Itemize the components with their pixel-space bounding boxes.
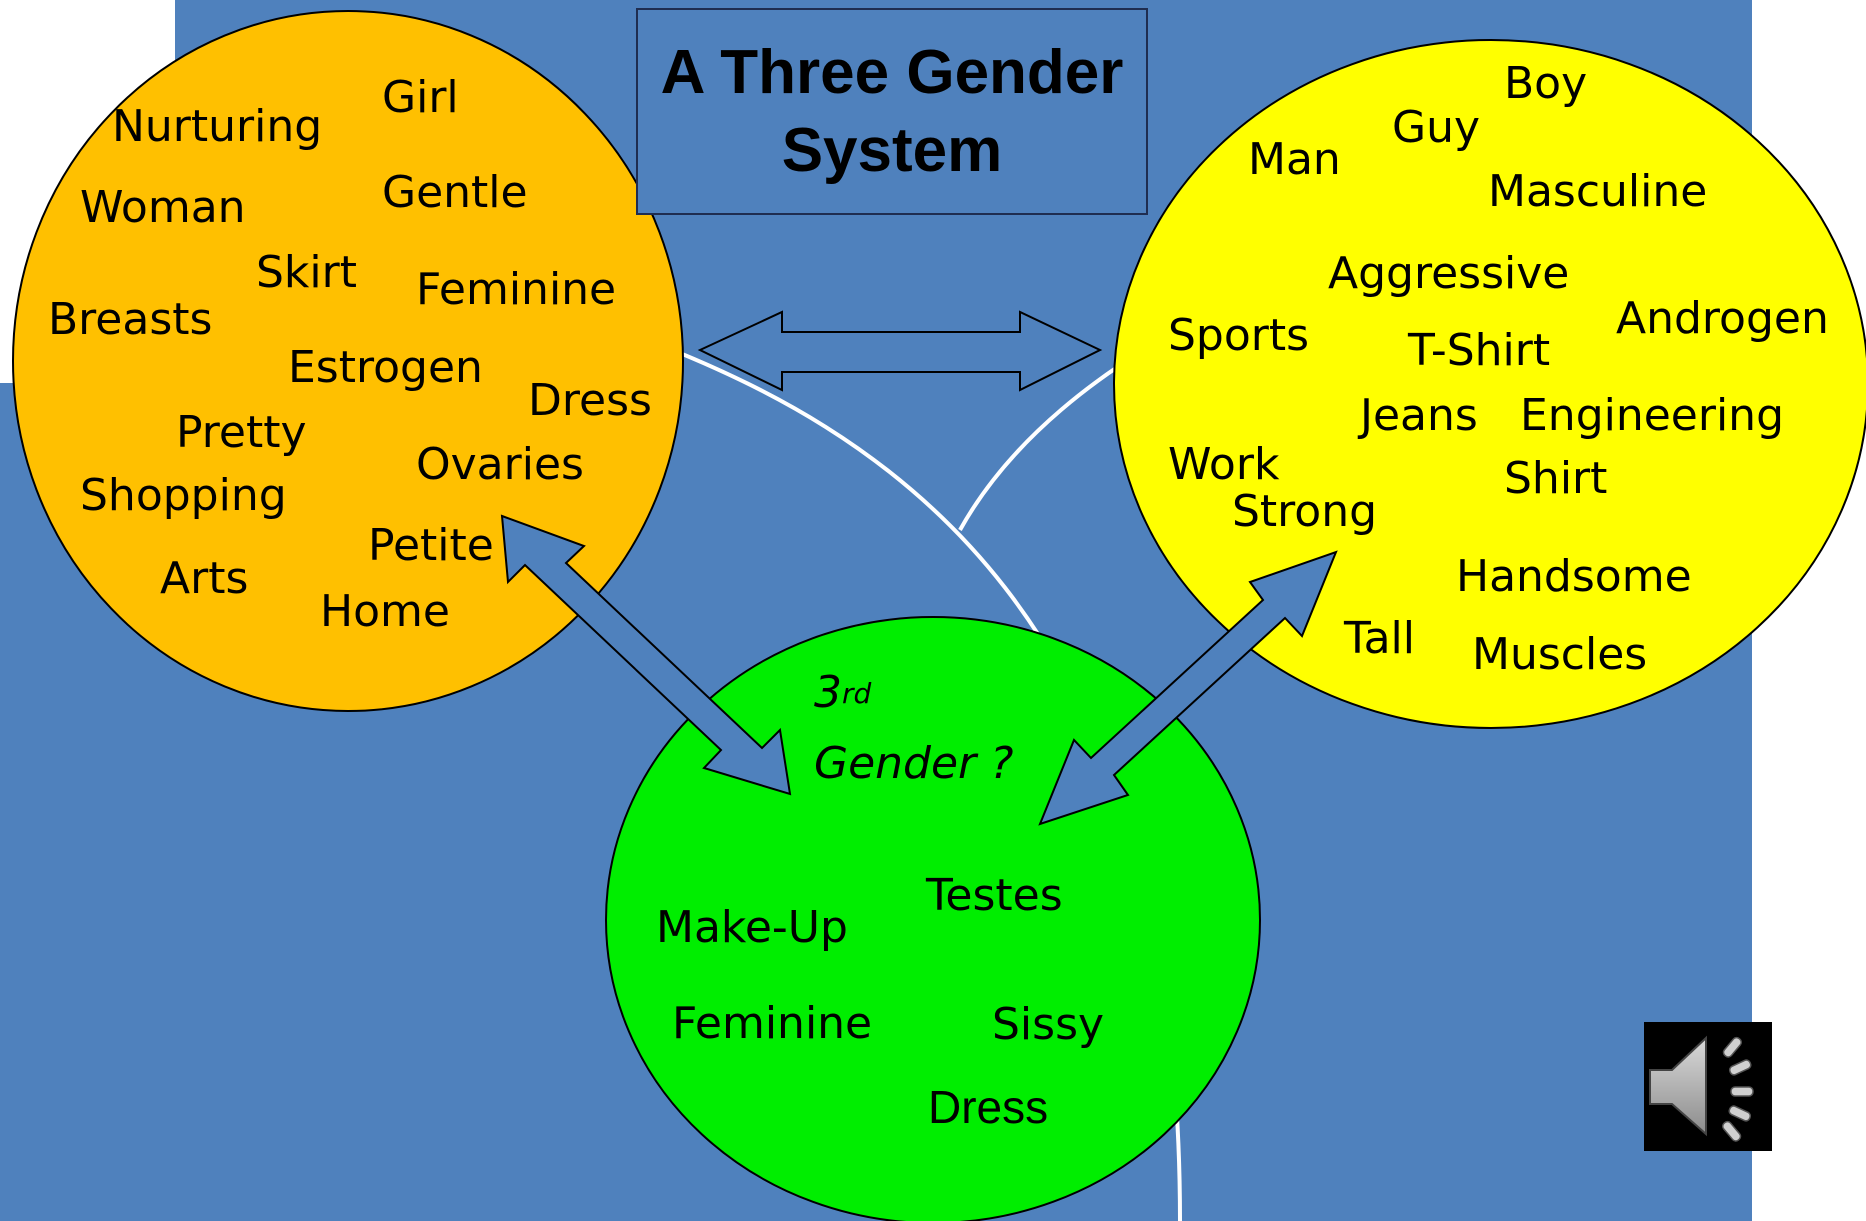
- double-arrow-female-male: [697, 310, 1103, 392]
- word-jeans: Jeans: [1360, 390, 1478, 441]
- third-gender-label: 3rd Gender ?: [814, 660, 1013, 797]
- word-handsome: Handsome: [1456, 551, 1692, 602]
- word-skirt: Skirt: [256, 247, 357, 298]
- word-dress-female: Dress: [528, 375, 652, 426]
- word-testes: Testes: [926, 870, 1063, 921]
- double-arrow-male-third: [1038, 550, 1338, 826]
- word-feminine-third: Feminine: [672, 998, 873, 1049]
- speaker-icon: [1649, 1035, 1754, 1142]
- word-tall: Tall: [1344, 613, 1416, 664]
- third-ordinal-number: 3: [814, 667, 842, 718]
- third-gender-text: Gender ?: [814, 738, 1014, 789]
- male-circle: [1113, 39, 1866, 729]
- double-arrow-female-third: [500, 514, 792, 796]
- word-strong: Strong: [1232, 486, 1378, 537]
- word-gentle: Gentle: [382, 167, 528, 218]
- audio-play-button[interactable]: [1644, 1022, 1772, 1151]
- word-androgen: Androgen: [1616, 293, 1829, 344]
- word-woman: Woman: [80, 182, 246, 233]
- word-home: Home: [320, 586, 450, 637]
- word-ovaries: Ovaries: [416, 439, 584, 490]
- diagram-title: A Three Gender System: [660, 37, 1124, 185]
- word-guy: Guy: [1392, 102, 1481, 153]
- word-masculine: Masculine: [1488, 166, 1708, 217]
- word-sports: Sports: [1168, 310, 1310, 361]
- word-work: Work: [1168, 439, 1280, 490]
- word-feminine-female: Feminine: [416, 264, 617, 315]
- word-girl: Girl: [382, 72, 459, 123]
- word-tshirt: T-Shirt: [1408, 325, 1551, 376]
- word-sissy: Sissy: [992, 999, 1105, 1050]
- word-shirt: Shirt: [1504, 453, 1608, 504]
- word-boy: Boy: [1504, 58, 1588, 109]
- word-engineering: Engineering: [1520, 390, 1784, 441]
- word-breasts: Breasts: [48, 294, 213, 345]
- word-pretty: Pretty: [176, 407, 307, 458]
- word-muscles: Muscles: [1472, 629, 1648, 680]
- word-aggressive: Aggressive: [1328, 248, 1570, 299]
- title-box: A Three Gender System: [636, 8, 1148, 215]
- word-makeup: Make-Up: [656, 902, 848, 953]
- word-estrogen: Estrogen: [288, 342, 483, 393]
- third-ordinal-suffix: rd: [842, 677, 872, 710]
- word-nurturing: Nurturing: [112, 101, 323, 152]
- word-dress-third: Dress: [928, 1081, 1049, 1133]
- word-petite: Petite: [368, 520, 494, 571]
- word-man: Man: [1248, 134, 1341, 185]
- word-shopping: Shopping: [80, 470, 287, 521]
- word-arts: Arts: [160, 553, 249, 604]
